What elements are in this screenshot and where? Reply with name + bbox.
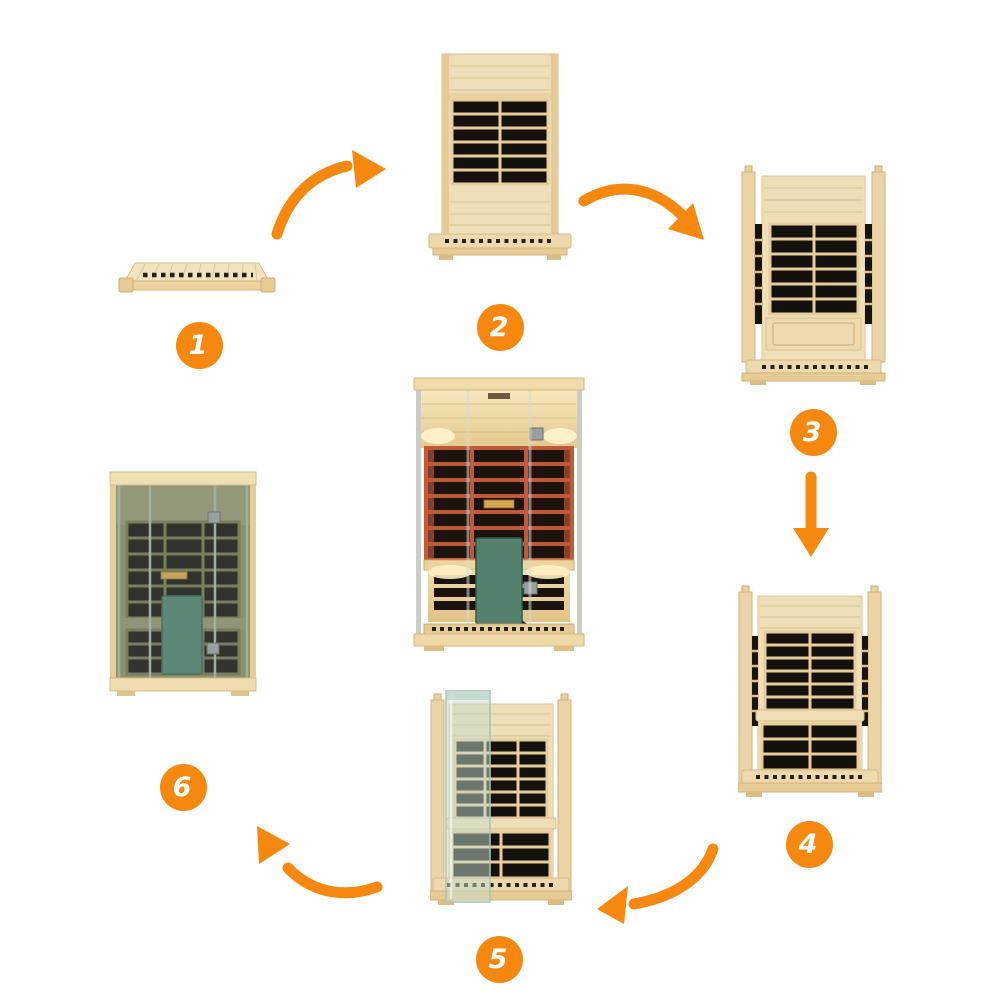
arrow-2-3 [578, 183, 688, 221]
step-2-illustration [427, 52, 573, 264]
under-bench-light-right [526, 565, 570, 579]
door-privacy-panel [475, 537, 523, 625]
arrow-4-5 [628, 843, 719, 910]
glass-panel-assembly-icon [430, 690, 572, 905]
step-badge-6: 6 [160, 764, 207, 811]
heater-grid [768, 222, 860, 316]
glass-side-panel [445, 690, 491, 903]
step-badge-2: 2 [477, 304, 524, 351]
interior-light-left [421, 428, 455, 444]
step-number: 6 [172, 772, 192, 803]
step-number: 1 [188, 330, 208, 361]
step-badge-1: 1 [176, 322, 223, 369]
step-number: 4 [798, 829, 818, 860]
door-latch [206, 642, 220, 655]
ceiling-vent [488, 393, 510, 399]
base-board [413, 633, 585, 647]
lit-heater-wall [424, 446, 574, 562]
heater-grid-upper [763, 630, 857, 712]
door-hinge-top [207, 511, 221, 524]
heater-grid-lower [760, 722, 860, 772]
step-number: 2 [489, 312, 509, 343]
completed-sauna-icon [109, 471, 257, 696]
step-1-illustration [115, 256, 279, 304]
step-number: 3 [802, 417, 822, 448]
door-frame-lines [466, 390, 532, 624]
step-badge-5: 5 [476, 936, 523, 983]
side-heater-edge-right [865, 224, 872, 324]
bench-assembly-icon [738, 585, 882, 797]
arrowhead-1-2 [352, 150, 386, 188]
interior-light-right [543, 428, 577, 444]
door-hinge-top [529, 427, 544, 441]
base-board [109, 677, 257, 692]
side-heater-edge-left [755, 224, 762, 324]
top-cap [413, 377, 585, 391]
side-heater-edge-right [862, 636, 868, 726]
finished-sauna-lit-icon [413, 377, 585, 651]
arrowhead-4-5 [597, 886, 628, 924]
side-heater-edge-left [752, 636, 758, 726]
step-3-illustration [740, 164, 887, 386]
step-6-illustration [107, 462, 259, 700]
bench [755, 709, 865, 722]
arrow-5-6 [282, 862, 383, 899]
heater-grid [450, 98, 550, 186]
center-finished-sauna [410, 372, 588, 654]
step-4-illustration [738, 584, 882, 808]
heater-plaque [483, 499, 515, 509]
step-5-illustration [430, 690, 572, 916]
plank-lines [136, 263, 258, 281]
walls-assembly-icon [741, 165, 886, 385]
arrowhead-3-4 [793, 528, 829, 557]
glass-front [116, 485, 250, 678]
arrowhead-5-6 [257, 826, 290, 864]
floor-base-icon [118, 262, 276, 293]
step-number: 5 [488, 944, 508, 975]
arrowhead-2-3 [668, 203, 704, 240]
door-privacy-panel [161, 595, 203, 675]
step-badge-3: 3 [790, 409, 837, 456]
arrow-1-2 [271, 160, 353, 240]
step-badge-4: 4 [786, 821, 833, 868]
heater-plaque [160, 571, 188, 580]
back-wall-icon [428, 53, 572, 260]
under-bench-light-left [428, 565, 472, 579]
top-cap [109, 471, 257, 486]
